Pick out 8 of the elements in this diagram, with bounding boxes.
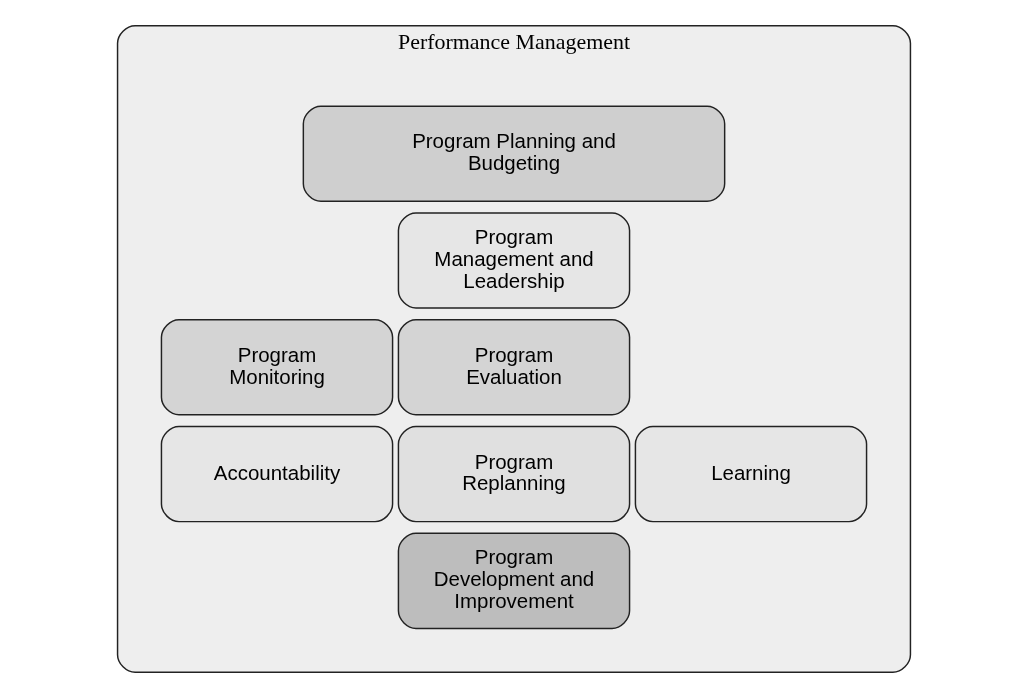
node-box: Learning	[634, 425, 868, 523]
node-box: Program Development and Improvement	[397, 532, 631, 630]
node-box: Program Management and Leadership	[397, 212, 631, 309]
node-box: Program Evaluation	[397, 319, 631, 416]
node-box: Program Planning and Budgeting	[302, 105, 726, 202]
node-box: Accountability	[160, 425, 394, 523]
node-box: Program Monitoring	[160, 319, 394, 416]
node-box: Program Replanning	[397, 425, 631, 523]
